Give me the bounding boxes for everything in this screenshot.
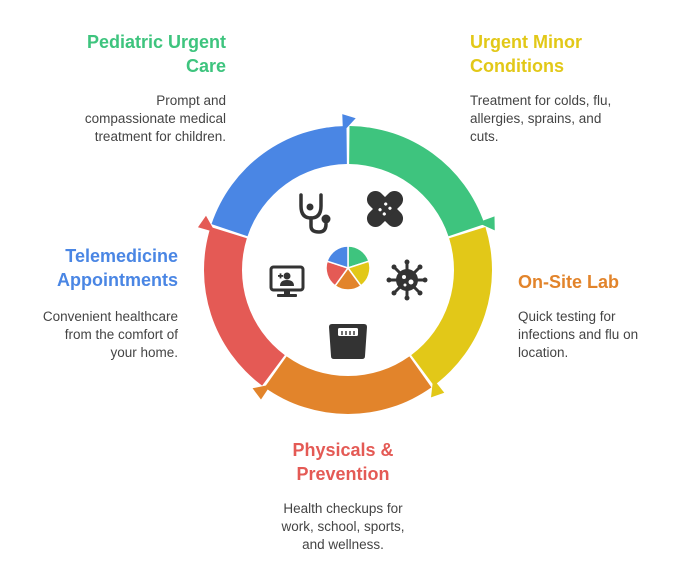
telemedicine-description: Convenient healthcare from the comfort o… bbox=[10, 308, 178, 362]
ring-arrow-pediatric bbox=[477, 216, 495, 231]
minor-desc-line: cuts. bbox=[470, 129, 499, 144]
onsite-lab-title: On-Site Lab bbox=[518, 270, 668, 294]
physicals-desc-line: and wellness. bbox=[302, 537, 384, 552]
minor-desc-line: Treatment for colds, flu, bbox=[470, 93, 612, 108]
physicals-title-line: Physicals & bbox=[292, 440, 394, 460]
virus-icon bbox=[386, 259, 428, 301]
telemedicine-desc-line: your home. bbox=[110, 345, 178, 360]
minor-conditions-description: Treatment for colds, flu, allergies, spr… bbox=[470, 92, 670, 146]
pediatric-desc-line: Prompt and bbox=[156, 93, 226, 108]
ring-arrow-physicals bbox=[197, 215, 216, 233]
lab-desc-line: location. bbox=[518, 345, 569, 360]
lab-desc-line: Quick testing for bbox=[518, 309, 616, 324]
lab-title-line: On-Site Lab bbox=[518, 272, 620, 292]
pediatric-title-line: Care bbox=[185, 56, 226, 76]
physicals-title-line: Prevention bbox=[296, 464, 390, 484]
physicals-desc-line: work, school, sports, bbox=[281, 519, 405, 534]
pediatric-title-line: Pediatric Urgent bbox=[86, 32, 226, 52]
physicals-title: Physicals & Prevention bbox=[248, 438, 438, 486]
physicals-description: Health checkups for work, school, sports… bbox=[243, 500, 443, 554]
ring-arrow-lab bbox=[252, 384, 272, 400]
ring-segment-pediatric bbox=[349, 126, 485, 237]
pediatric-description: Prompt and compassionate medical treatme… bbox=[30, 92, 226, 146]
pie-slice-telemedicine bbox=[326, 245, 349, 270]
telemedicine-title-line: Appointments bbox=[57, 270, 178, 290]
minor-title-line: Urgent Minor bbox=[470, 32, 582, 52]
telemedicine-title: Telemedicine Appointments bbox=[20, 244, 178, 292]
ring-arrow-minor bbox=[431, 378, 445, 398]
telemedicine-monitor-icon bbox=[269, 265, 305, 297]
ring-segment-telemedicine bbox=[211, 126, 347, 237]
pediatric-title: Pediatric Urgent Care bbox=[50, 30, 226, 78]
minor-desc-line: allergies, sprains, and bbox=[470, 111, 602, 126]
telemedicine-desc-line: from the comfort of bbox=[64, 327, 178, 342]
scale-icon bbox=[329, 324, 367, 359]
bandage-icon bbox=[366, 190, 404, 228]
ring-segments bbox=[197, 114, 495, 414]
ring-segment-lab bbox=[264, 356, 432, 414]
center-pie-icon bbox=[325, 245, 371, 291]
physicals-desc-line: Health checkups for bbox=[283, 501, 403, 516]
stethoscope-icon bbox=[299, 193, 331, 234]
minor-title-line: Conditions bbox=[470, 56, 564, 76]
ring-segment-minor bbox=[411, 226, 493, 386]
lab-desc-line: infections and flu on bbox=[518, 327, 639, 342]
telemedicine-desc-line: Convenient healthcare bbox=[42, 309, 178, 324]
ring-arrow-telemedicine bbox=[342, 114, 356, 133]
pediatric-desc-line: compassionate medical bbox=[84, 111, 226, 126]
onsite-lab-description: Quick testing for infections and flu on … bbox=[518, 308, 678, 362]
telemedicine-title-line: Telemedicine bbox=[65, 246, 178, 266]
pediatric-desc-line: treatment for children. bbox=[94, 129, 226, 144]
minor-conditions-title: Urgent Minor Conditions bbox=[470, 30, 660, 78]
ring-segment-physicals bbox=[203, 226, 285, 386]
